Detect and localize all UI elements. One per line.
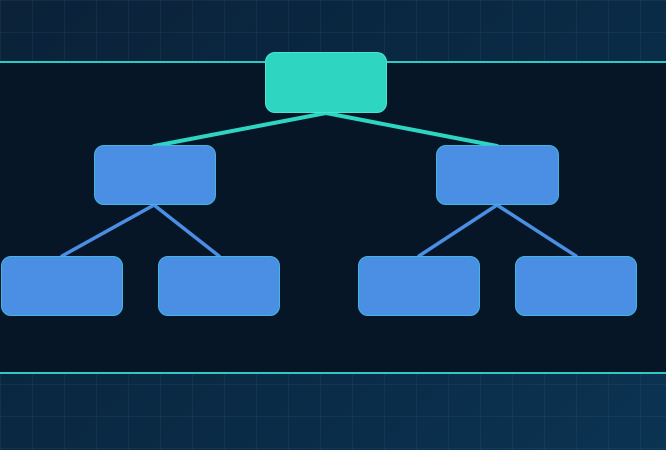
node-left-right[interactable]: [158, 256, 280, 316]
node-right-left[interactable]: [358, 256, 480, 316]
edge-left-leftleft: [60, 203, 156, 258]
node-right-right[interactable]: [515, 256, 637, 316]
edge-root-right: [324, 111, 499, 148]
node-right[interactable]: [436, 145, 559, 205]
edge-right-rightright: [495, 203, 578, 258]
edge-root-left: [152, 111, 328, 148]
node-left[interactable]: [94, 145, 216, 205]
edge-right-rightleft: [417, 203, 499, 258]
node-left-left[interactable]: [1, 256, 123, 316]
edge-left-leftright: [152, 203, 221, 258]
node-root[interactable]: [265, 52, 387, 113]
